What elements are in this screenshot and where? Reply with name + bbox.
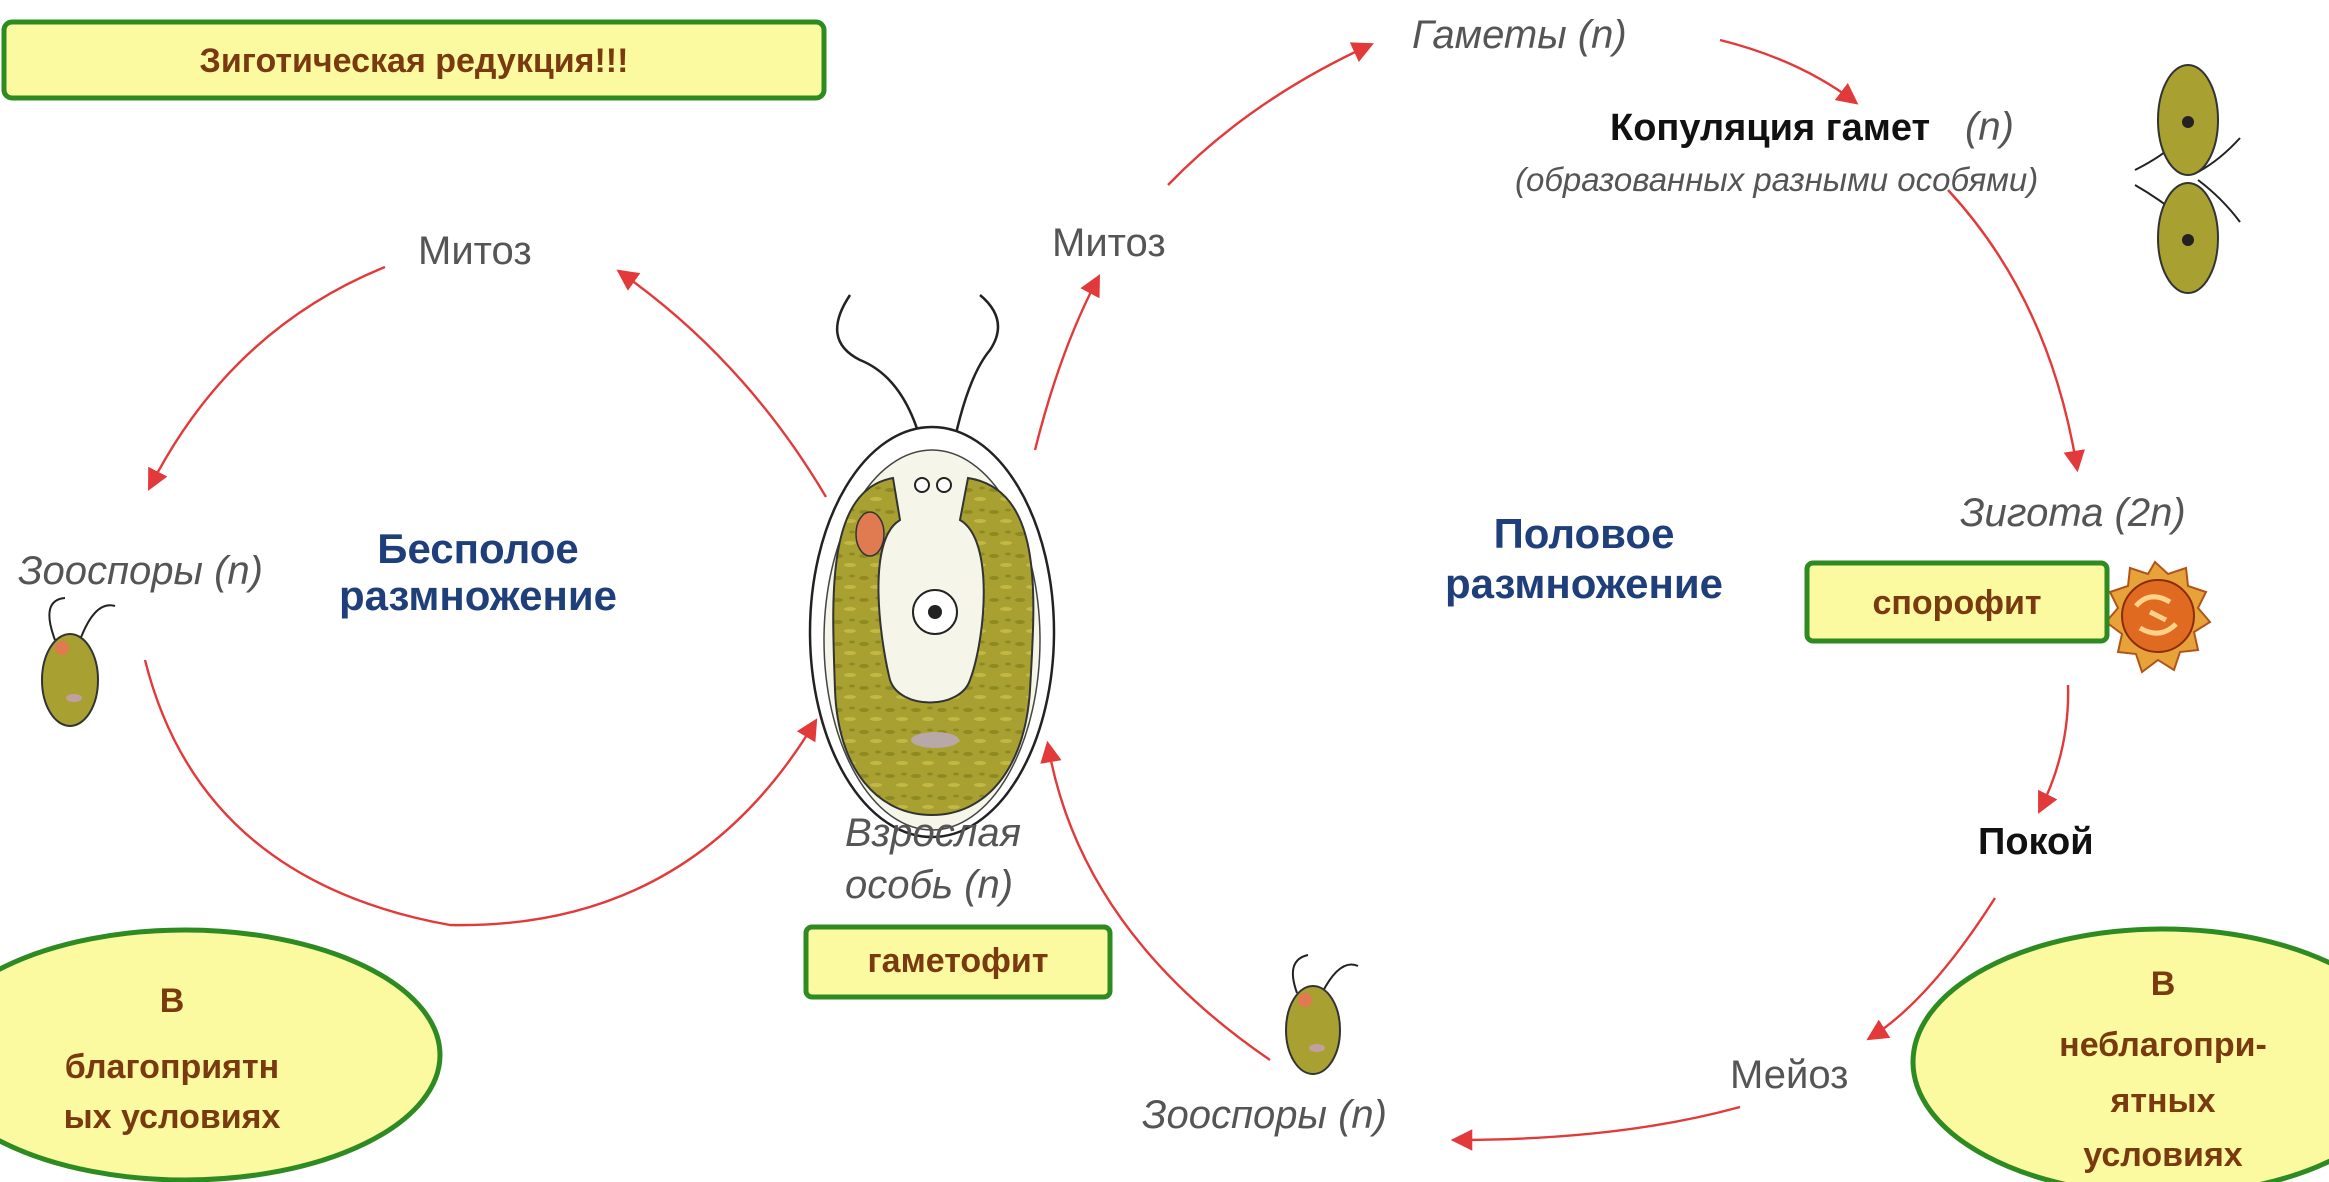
arrow-zygote-to-rest [2040, 685, 2068, 810]
adult-cell: Взрослая особь (n) [810, 295, 1054, 907]
favorable-conditions-oval: В благоприятн ых условиях [0, 930, 440, 1180]
zoospore-icon-bottom [1286, 955, 1358, 1074]
gametes-label: Гаметы (n) [1412, 13, 1627, 57]
zoospores-right-label: Зооспоры (n) [1142, 1093, 1387, 1137]
pyrenoid [911, 732, 959, 748]
zygote-icon [2106, 562, 2210, 672]
zygote-label: Зигота (2n) [1960, 491, 2186, 535]
gametophyte-box: гаметофит [806, 927, 1110, 997]
unfavorable-line3: ятных [2110, 1082, 2216, 1120]
sporophyte-box: спорофит [1807, 563, 2107, 641]
favorable-line2: благоприятн [65, 1048, 279, 1086]
favorable-line3: ых условиях [64, 1098, 281, 1136]
asexual-cycle: Митоз Зооспоры (n) Бесполое размножение [18, 229, 826, 925]
meiosis-label: Мейоз [1730, 1053, 1849, 1097]
arrow-mitosis-to-gametes [1168, 45, 1370, 185]
adult-label-line1: Взрослая [845, 811, 1021, 855]
gametophyte-text: гаметофит [868, 942, 1049, 980]
arrow-adult-to-mitosis-right [1035, 278, 1098, 450]
sexual-heading-line2: размножение [1445, 560, 1723, 607]
unfavorable-line2: неблагопри- [2059, 1026, 2267, 1064]
contractile-vacuole-right [937, 478, 951, 492]
eyespot [856, 512, 884, 556]
zoospore-icon-left [42, 598, 115, 726]
copulating-gametes-icon [2135, 65, 2240, 293]
contractile-vacuole-left [915, 478, 929, 492]
title-box: Зиготическая редукция!!! [4, 22, 824, 98]
copulation-n-label: (n) [1965, 105, 2014, 149]
arrow-adult-to-mitosis-left [620, 272, 826, 497]
arrow-meiosis-to-zoospores [1455, 1107, 1740, 1140]
unfavorable-conditions-oval: В неблагопри- ятных условиях [1913, 929, 2329, 1182]
copulation-note-label: (образованных разными особями) [1515, 161, 2038, 198]
arrow-copulation-to-zygote [1948, 190, 2077, 468]
unfavorable-line1: В [2151, 965, 2176, 1003]
arrow-zoospores-to-adult-left [145, 660, 815, 925]
arrow-gametes-to-copulation [1720, 40, 1855, 102]
sexual-heading-line1: Половое [1494, 510, 1675, 557]
asexual-heading-line1: Бесполое [377, 525, 578, 572]
mitosis-right-label: Митоз [1052, 221, 1166, 265]
sporophyte-text: спорофит [1872, 584, 2041, 622]
asexual-heading-line2: размножение [339, 572, 617, 619]
zoospores-left-label: Зооспоры (n) [18, 549, 263, 593]
arrow-mitosis-to-zoospores-left [150, 267, 385, 487]
arrow-zoospores-to-adult-right [1048, 745, 1270, 1060]
mitosis-left-label: Митоз [418, 229, 532, 273]
rest-label: Покой [1978, 821, 2094, 863]
favorable-line1: В [160, 982, 185, 1020]
title-text: Зиготическая редукция!!! [200, 42, 629, 80]
adult-label-line2: особь (n) [845, 863, 1013, 907]
copulation-label: Копуляция гамет [1610, 107, 1930, 149]
unfavorable-line4: условиях [2083, 1136, 2243, 1174]
